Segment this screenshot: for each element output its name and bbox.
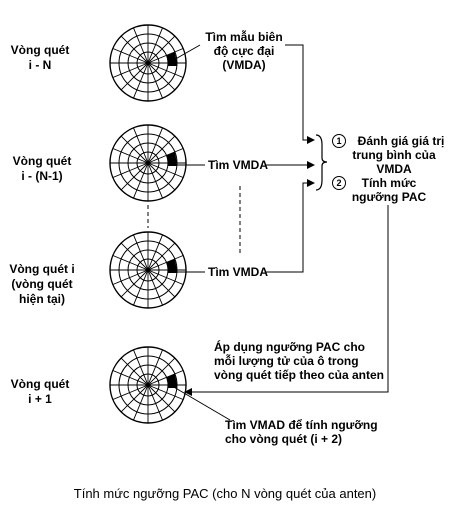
note-line: trung bình của (352, 148, 436, 162)
scan-label-line: (vòng quét (11, 277, 73, 291)
scan-label-line: i - N (28, 58, 52, 72)
scan-label-line: i + 1 (28, 392, 52, 406)
note-line: độ cực đại (213, 44, 275, 58)
note-compute-threshold: Tính mức ngưỡng PAC (334, 176, 444, 204)
scan-label-line: i - (N-1) (21, 169, 63, 183)
radar-scan-3 (109, 231, 187, 309)
radar-scan-2 (109, 124, 187, 202)
scan-label-2: Vòng quét i - (N-1) (0, 154, 84, 184)
note-line: Tìm mẫu biên (205, 30, 283, 44)
note-apply-threshold: Áp dụng ngưỡng PAC cho mỗi lượng tử của … (214, 340, 394, 382)
note-line: VMDA (376, 162, 412, 176)
note-line: Áp dụng ngưỡng PAC cho (214, 340, 365, 354)
scan-label-line: Vòng quét i (9, 262, 75, 276)
scan-label-4: Vòng quét i + 1 (0, 377, 80, 407)
step-1-number: 1 (332, 134, 346, 148)
scan-label-line: Vòng quét (10, 377, 70, 391)
scan-label-line: Vòng quét (12, 154, 72, 168)
radar-scan-4 (109, 346, 187, 424)
note-line: (VMDA) (222, 58, 266, 72)
radar-scan-1 (109, 24, 187, 102)
note-line: Đánh giá giá trị (357, 134, 445, 148)
scan-label-line: hiện tại) (18, 292, 65, 306)
note-evaluate-average: Đánh giá giá trị trung bình của VMDA (334, 134, 450, 176)
note-find-vmad-next: Tìm VMAD để tính ngưỡng cho vòng quét (i… (225, 418, 405, 446)
note-line: mỗi lượng tử của ô trong (214, 354, 359, 368)
note-find-vmda-1: Tìm VMDA (208, 158, 268, 172)
figure-caption: Tính mức ngưỡng PAC (cho N vòng quét của… (73, 486, 377, 501)
scan-label-1: Vòng quét i - N (0, 43, 80, 73)
note-find-max-amplitude: Tìm mẫu biên độ cực đại (VMDA) (200, 30, 288, 72)
note-line: cho vòng quét (i + 2) (225, 432, 343, 446)
step-2-number: 2 (332, 176, 346, 190)
scan-label-3: Vòng quét i (vòng quét hiện tại) (0, 262, 84, 307)
note-find-vmda-2: Tìm VMDA (208, 265, 268, 279)
note-line: ngưỡng PAC (351, 190, 427, 204)
scan-label-line: Vòng quét (10, 43, 70, 57)
note-line: vòng quét tiếp theo của anten (214, 368, 385, 382)
note-line: Tính mức (361, 176, 417, 190)
note-line: Tìm VMAD để tính ngưỡng (225, 418, 378, 432)
